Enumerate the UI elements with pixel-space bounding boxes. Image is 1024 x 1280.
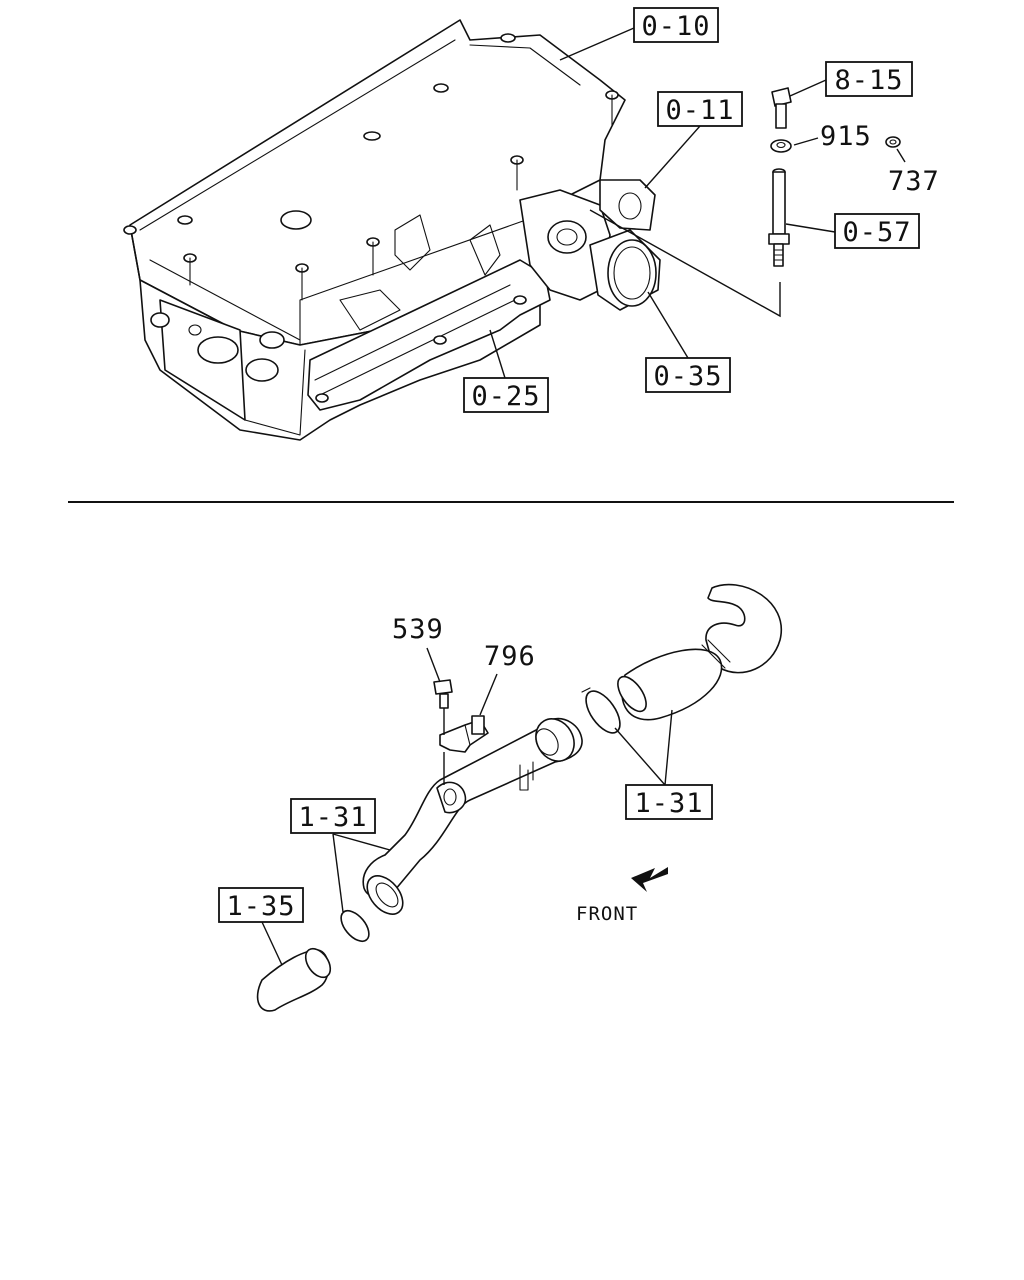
- upper-intake-hose: [617, 583, 783, 721]
- cylinder-head-assembly: [123, 19, 661, 441]
- callout-1-35: 1-35: [218, 887, 304, 923]
- callout-1-31-left: 1-31: [290, 798, 376, 834]
- bolt-539-part: [433, 679, 453, 709]
- label-796: 796: [484, 641, 536, 672]
- callout-1-31-left-label: 1-31: [298, 802, 367, 833]
- hose-clamp-lower: [340, 909, 370, 943]
- callout-8-15-label: 8-15: [834, 65, 903, 96]
- cover-bolt-group: [123, 33, 619, 273]
- callout-0-25: 0-25: [463, 377, 549, 413]
- callout-8-15: 8-15: [825, 61, 913, 97]
- hose-clamp-upper: [581, 687, 621, 734]
- stud-0-57-part: [768, 168, 790, 267]
- callout-0-11: 0-11: [657, 91, 743, 127]
- washer-915-part: [770, 139, 792, 153]
- callout-0-25-label: 0-25: [471, 381, 540, 412]
- lower-hose: [256, 947, 332, 1012]
- front-label: FRONT: [576, 903, 638, 925]
- bracket-796-part: [439, 715, 489, 753]
- callout-0-57-label: 0-57: [842, 217, 911, 248]
- top-leader-lines: [489, 27, 906, 379]
- label-915: 915: [820, 121, 872, 152]
- callout-1-31-right: 1-31: [625, 784, 713, 820]
- label-737: 737: [888, 166, 940, 197]
- callout-0-35: 0-35: [645, 357, 731, 393]
- intake-pipe: [362, 718, 583, 915]
- label-539: 539: [392, 614, 444, 645]
- callout-0-57: 0-57: [834, 213, 920, 249]
- callout-0-35-label: 0-35: [653, 361, 722, 392]
- callout-0-10: 0-10: [633, 7, 719, 43]
- callout-1-31-right-label: 1-31: [634, 788, 703, 819]
- callout-0-10-label: 0-10: [641, 11, 710, 42]
- callout-1-35-label: 1-35: [226, 891, 295, 922]
- bottom-leader-lines: [261, 647, 673, 966]
- o-ring-737-part: [885, 136, 901, 148]
- bolt-8-15-part: [771, 87, 792, 129]
- callout-0-11-label: 0-11: [665, 95, 734, 126]
- front-arrow-icon: [631, 867, 668, 892]
